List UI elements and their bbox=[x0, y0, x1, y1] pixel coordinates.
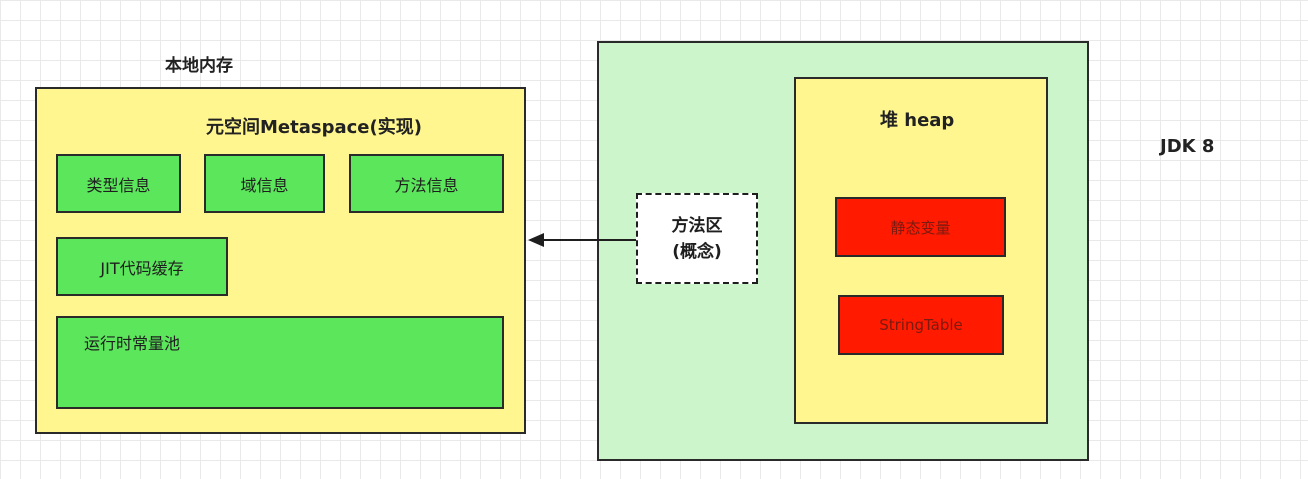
jdk-version-label: JDK 8 bbox=[1160, 136, 1215, 157]
type-info-label: 类型信息 bbox=[86, 175, 151, 195]
method-info-box: 方法信息 bbox=[349, 154, 504, 213]
field-info-box: 域信息 bbox=[204, 154, 325, 213]
runtime-constant-pool-label: 运行时常量池 bbox=[84, 334, 181, 353]
method-area-label: 方法区 bbox=[671, 215, 723, 236]
metaspace-title: 元空间Metaspace(实现) bbox=[206, 117, 422, 138]
static-vars-label: 静态变量 bbox=[890, 218, 951, 237]
string-table-box: StringTable bbox=[838, 295, 1004, 355]
method-info-label: 方法信息 bbox=[394, 175, 459, 195]
static-vars-box: 静态变量 bbox=[835, 197, 1006, 257]
jit-cache-label: JIT代码缓存 bbox=[100, 258, 184, 278]
method-area-box: 方法区 (概念) bbox=[636, 193, 758, 284]
field-info-label: 域信息 bbox=[240, 175, 289, 195]
method-area-concept-label: (概念) bbox=[672, 241, 722, 262]
jit-cache-box: JIT代码缓存 bbox=[56, 237, 228, 296]
mapping-arrow bbox=[528, 233, 636, 247]
type-info-box: 类型信息 bbox=[56, 154, 181, 213]
string-table-label: StringTable bbox=[879, 316, 963, 334]
heap-title: 堆 heap bbox=[880, 110, 955, 131]
runtime-constant-pool-box: 运行时常量池 bbox=[56, 316, 504, 409]
native-memory-title: 本地内存 bbox=[165, 56, 233, 76]
